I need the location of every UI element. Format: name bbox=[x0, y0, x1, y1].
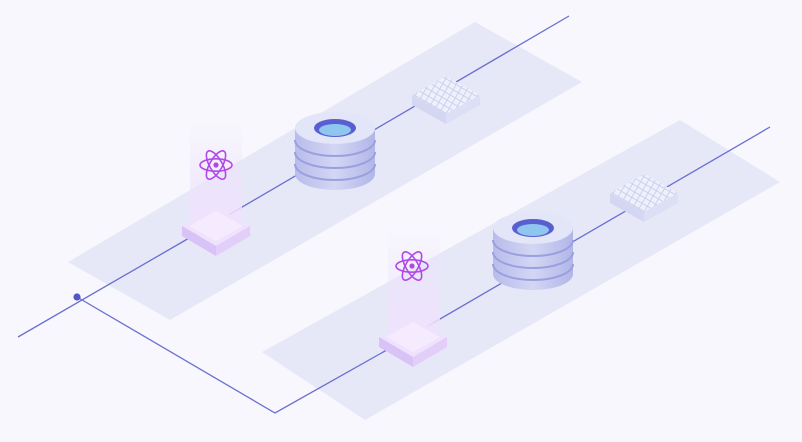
react-icon bbox=[199, 150, 233, 180]
react-icon bbox=[395, 251, 429, 281]
frontend-beam-1 bbox=[190, 120, 242, 220]
database-icon bbox=[294, 112, 376, 190]
branch-line bbox=[76, 126, 771, 414]
junction-node bbox=[73, 293, 81, 301]
chip-icon bbox=[412, 76, 480, 124]
frontend-node-1 bbox=[182, 207, 250, 256]
frontend-node-2 bbox=[379, 318, 447, 367]
database-icon bbox=[492, 212, 574, 290]
frontend-beam-2 bbox=[388, 230, 440, 330]
chip-icon bbox=[610, 174, 678, 222]
